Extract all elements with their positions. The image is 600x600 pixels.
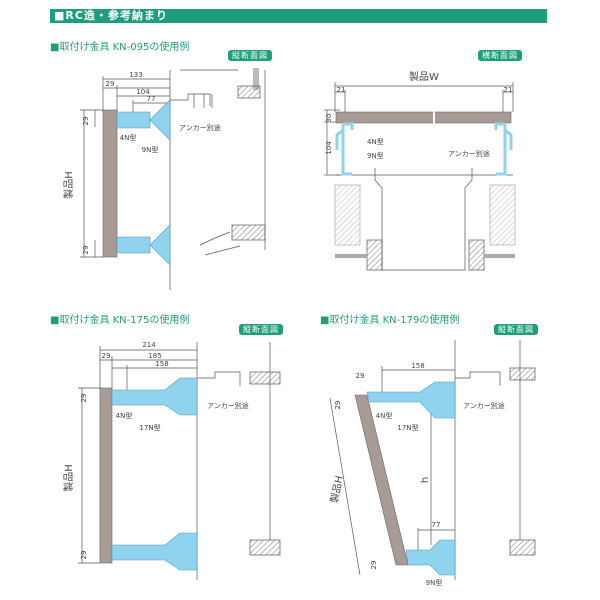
- svg-text:17N型: 17N型: [397, 423, 418, 432]
- svg-text:77: 77: [147, 95, 156, 103]
- svg-text:29: 29: [80, 394, 88, 403]
- bracket-top-kn179: [366, 381, 456, 419]
- rail-kn175: [99, 387, 113, 564]
- bracket-bottom-kn175: [111, 532, 198, 571]
- bracket-right-horizontal: [494, 122, 513, 176]
- svg-text:h: h: [420, 477, 431, 483]
- svg-text:29: 29: [80, 551, 88, 560]
- svg-text:21: 21: [504, 86, 513, 94]
- svg-text:アンカー別途: アンカー別途: [448, 149, 490, 158]
- svg-text:9N型: 9N型: [367, 151, 384, 160]
- svg-text:4N型: 4N型: [116, 411, 133, 420]
- svg-text:30: 30: [325, 114, 333, 123]
- svg-text:アンカー別途: アンカー別途: [463, 401, 505, 410]
- svg-text:158: 158: [155, 360, 168, 368]
- svg-text:4N型: 4N型: [120, 133, 137, 142]
- badge-horizontal-section: 横断面図: [478, 50, 522, 61]
- bracket-top-kn175: [111, 377, 198, 416]
- svg-text:アンカー別途: アンカー別途: [207, 401, 249, 410]
- badge-vertical-section: 縦断面図: [494, 324, 538, 335]
- svg-text:29: 29: [356, 372, 365, 380]
- product-body-horizontal: [335, 111, 512, 124]
- svg-text:製品W: 製品W: [409, 70, 439, 83]
- svg-text:29: 29: [334, 401, 342, 410]
- svg-text:185: 185: [148, 352, 161, 360]
- badge-vertical-section: 縦断面図: [239, 324, 283, 335]
- rail-kn095: [102, 109, 118, 258]
- svg-text:製品H: 製品H: [62, 464, 75, 492]
- badge-vertical-section: 縦断面図: [228, 50, 272, 61]
- bracket-bottom-kn095: [116, 224, 171, 266]
- section-banner: ■RC造・参考納まり: [50, 9, 547, 23]
- svg-text:104: 104: [325, 141, 333, 155]
- svg-text:158: 158: [411, 362, 424, 370]
- svg-text:104: 104: [136, 88, 150, 96]
- svg-text:29: 29: [370, 561, 378, 570]
- panel-title-kn175: ■取付け金具 KN-175の使用例: [50, 315, 190, 326]
- panel-title-kn179: ■取付け金具 KN-179の使用例: [320, 315, 460, 326]
- svg-text:29: 29: [82, 246, 90, 255]
- svg-text:21: 21: [337, 86, 346, 94]
- svg-text:29: 29: [102, 352, 111, 360]
- svg-text:17N型: 17N型: [139, 423, 160, 432]
- diagram-kn175: [78, 342, 281, 580]
- svg-text:9N型: 9N型: [142, 145, 159, 154]
- svg-text:4N型: 4N型: [376, 411, 393, 420]
- svg-text:4N型: 4N型: [367, 137, 384, 146]
- bracket-left-horizontal: [335, 122, 354, 176]
- svg-text:製品H: 製品H: [327, 474, 345, 504]
- diagram-horizontal: [324, 82, 516, 271]
- svg-text:製品H: 製品H: [62, 171, 75, 199]
- svg-text:アンカー別途: アンカー別途: [179, 123, 221, 132]
- svg-text:214: 214: [142, 341, 156, 349]
- diagram-kn179: [329, 340, 536, 580]
- panel-title-kn095: ■取付け金具 KN-095の使用例: [50, 42, 190, 53]
- svg-text:29: 29: [106, 80, 115, 88]
- rail-kn179: [354, 394, 409, 566]
- bracket-top-kn095: [116, 99, 171, 141]
- svg-text:77: 77: [432, 521, 441, 529]
- svg-text:133: 133: [129, 71, 142, 79]
- svg-text:9N型: 9N型: [426, 578, 443, 587]
- bracket-bottom-kn179: [405, 539, 456, 576]
- svg-text:29: 29: [82, 117, 90, 126]
